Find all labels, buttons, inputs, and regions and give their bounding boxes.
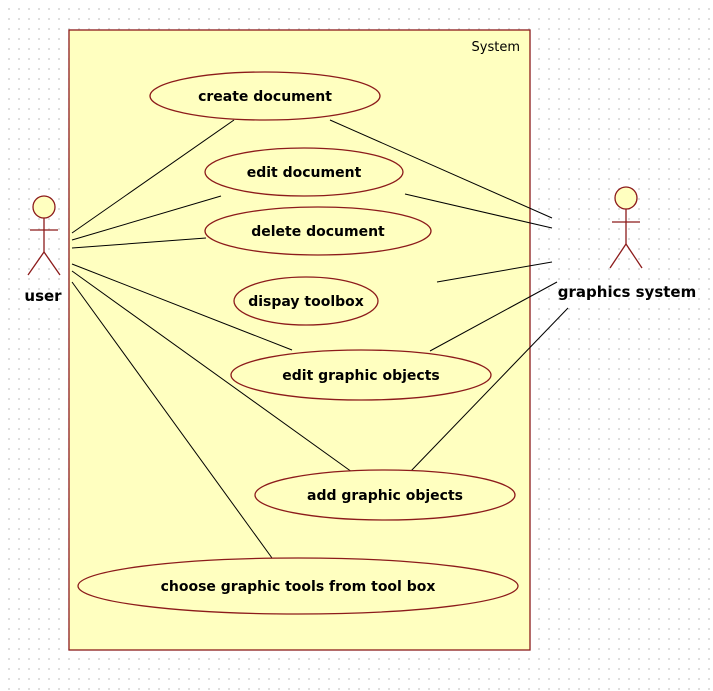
use-case-ellipse (77, 557, 519, 615)
system-box (68, 29, 531, 651)
use-case-ellipse (204, 147, 404, 197)
use-case-label: edit graphic objects (282, 368, 439, 384)
assoc-user-edit-graphic-objects[interactable] (71, 263, 293, 351)
use-case-delete-document[interactable]: delete document (204, 206, 432, 256)
actor-label: user (24, 287, 62, 305)
use-case-label: create document (198, 89, 332, 105)
assoc-user-choose-graphic-tools[interactable] (71, 281, 273, 559)
use-case-ellipse (233, 276, 379, 326)
assoc-graphics-add-graphic-objects[interactable] (409, 307, 569, 473)
stick-figure-icon (609, 186, 643, 269)
use-case-label: add graphic objects (307, 488, 463, 504)
associations (71, 119, 569, 559)
assoc-graphics-create-document[interactable] (329, 119, 553, 219)
use-case-ellipse (254, 469, 516, 521)
system-boundary[interactable]: System (68, 29, 531, 651)
use-case-add-graphic-objects[interactable]: add graphic objects (254, 469, 516, 521)
assoc-user-edit-document[interactable] (71, 195, 222, 241)
assoc-graphics-display-toolbox[interactable] (436, 261, 553, 283)
use-case-edit-document[interactable]: edit document (204, 147, 404, 197)
use-case-ellipse (149, 71, 381, 121)
use-case-choose-graphic-tools[interactable]: choose graphic tools from tool box (77, 557, 519, 615)
assoc-user-delete-document[interactable] (71, 237, 207, 249)
assoc-user-add-graphic-objects[interactable] (71, 270, 353, 473)
assoc-graphics-edit-graphic-objects[interactable] (429, 281, 558, 352)
use-case-label: edit document (247, 165, 362, 181)
use-case-ellipse (204, 206, 432, 256)
use-case-label: dispay toolbox (248, 294, 364, 310)
use-case-display-toolbox[interactable]: dispay toolbox (233, 276, 379, 326)
assoc-graphics-edit-document[interactable] (404, 193, 553, 229)
actor-user[interactable]: user (24, 195, 62, 305)
use-case-ellipse (230, 349, 492, 401)
stick-figure-icon (27, 195, 61, 276)
system-label: System (472, 40, 520, 55)
use-case-edit-graphic-objects[interactable]: edit graphic objects (230, 349, 492, 401)
use-case-create-document[interactable]: create document (149, 71, 381, 121)
assoc-user-create-document[interactable] (71, 119, 235, 234)
actor-label: graphics system (558, 283, 696, 301)
actor-graphics-system[interactable]: graphics system (558, 186, 696, 301)
use-case-label: delete document (251, 224, 385, 240)
use-case-label: choose graphic tools from tool box (161, 579, 436, 595)
